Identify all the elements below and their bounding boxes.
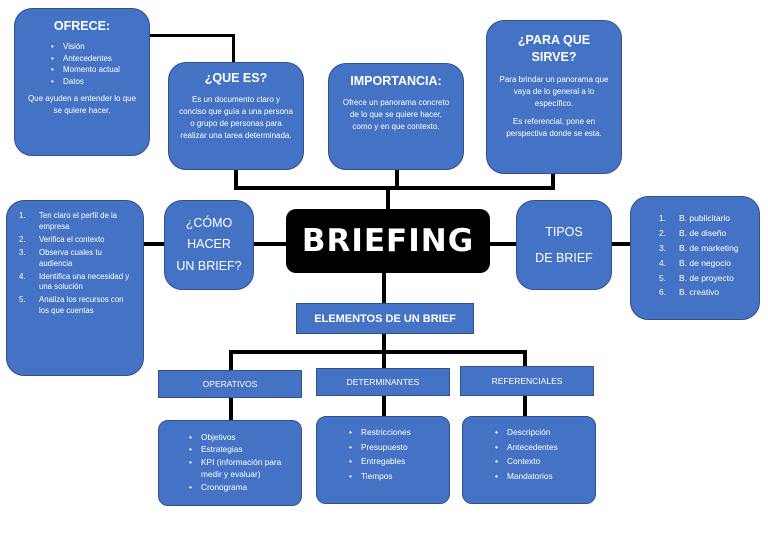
connector-determinantes — [382, 350, 386, 370]
connector-operativos-list — [229, 398, 233, 420]
list-item: Visión — [47, 41, 141, 53]
elementos-box: ELEMENTOS DE UN BRIEF — [296, 303, 474, 334]
list-item: KPI (información para medir y evaluar) — [185, 456, 293, 481]
list-item: Contexto — [491, 454, 587, 469]
importancia-text: Ofrece un panorama concreto de lo que se… — [342, 98, 450, 131]
que-es-box: ¿QUE ES? Es un documento claro y conciso… — [168, 62, 304, 170]
list-item: 3.Observa cuales tu audiencia — [19, 247, 102, 268]
connector-center-bottom — [382, 273, 386, 303]
para-que-sirve-text1: Para brindar un panorama que vaya de lo … — [499, 75, 609, 108]
list-item: 1.Ten claro el perfil de la empresa — [19, 211, 118, 231]
que-es-text: Es un documento claro y conciso que guía… — [179, 95, 293, 140]
connector-top-bus — [234, 186, 555, 190]
como-hacer-steps-box: 1.Ten claro el perfil de la empresa 2.Ve… — [6, 200, 144, 376]
connector-elementos-down — [382, 334, 386, 352]
list-item: Restricciones — [345, 425, 441, 440]
list-item: 5.B. de proyecto — [659, 272, 734, 283]
briefing-title: BRIEFING — [301, 223, 475, 259]
operativos-header: OPERATIVOS — [158, 370, 302, 398]
operativos-list: Objetivos Estrategias KPI (información p… — [185, 431, 293, 494]
list-item: 4.B. de negocio — [659, 257, 731, 268]
como-hacer-title-line1: ¿CÓMO — [185, 216, 233, 231]
operativos-title: OPERATIVOS — [202, 379, 258, 389]
determinantes-header: DETERMINANTES — [316, 368, 450, 396]
referenciales-header: REFERENCIALES — [460, 366, 594, 396]
briefing-central-node: BRIEFING — [286, 209, 490, 273]
connector-center-tipos — [490, 242, 518, 246]
connector-ofrece — [150, 34, 234, 37]
list-item: Antecedentes — [47, 53, 141, 65]
como-hacer-title-line3: UN BRIEF? — [176, 258, 242, 273]
ofrece-list: Visión Antecedentes Momento actual Datos — [47, 41, 141, 87]
como-hacer-steps-list: 1.Ten claro el perfil de la empresa 2.Ve… — [17, 211, 135, 317]
list-item: Antecedentes — [491, 440, 587, 455]
connector-para-que-sirve — [551, 174, 555, 190]
determinantes-list-box: Restricciones Presupuesto Entregables Ti… — [316, 416, 450, 504]
list-item: 2.Verifica el contexto — [19, 234, 105, 244]
connector-bottom-bus — [229, 350, 527, 354]
referenciales-title: REFERENCIALES — [491, 376, 563, 386]
ofrece-box: OFRECE: Visión Antecedentes Momento actu… — [14, 8, 150, 156]
list-item: 6.B. creativo — [659, 287, 720, 298]
como-hacer-box: ¿CÓMO HACER UN BRIEF? — [164, 200, 254, 290]
list-item: Entregables — [345, 454, 441, 469]
connector-referenciales-list — [523, 396, 527, 416]
elementos-title: ELEMENTOS DE UN BRIEF — [314, 312, 456, 325]
connector-importancia — [395, 170, 399, 190]
referenciales-list-box: Descripción Antecedentes Contexto Mandat… — [462, 416, 596, 504]
importancia-box: IMPORTANCIA: Ofrece un panorama concreto… — [328, 63, 464, 170]
list-item: 3.B. de marketing — [659, 242, 739, 253]
connector-determinantes-list — [382, 396, 386, 416]
list-item: Datos — [47, 76, 141, 88]
connector-como-center — [254, 242, 286, 246]
connector-que-es — [234, 170, 238, 190]
connector-ofrece-down — [232, 34, 235, 62]
list-item: Estrategias — [185, 443, 293, 456]
list-item: Momento actual — [47, 64, 141, 76]
que-es-title: ¿QUE ES? — [204, 71, 268, 85]
tipos-list: 1.B. publicitario 2.B. de diseño 3.B. de… — [657, 211, 751, 300]
tipos-title-line2: DE BRIEF — [535, 251, 593, 265]
list-item: Presupuesto — [345, 440, 441, 455]
list-item: 4.Identifica una necesidad y una solució… — [19, 271, 130, 292]
connector-left — [144, 242, 164, 246]
list-item: Tiempos — [345, 469, 441, 484]
list-item: Cronograma — [185, 481, 293, 494]
para-que-sirve-box: ¿PARA QUE SIRVE? Para brindar un panoram… — [486, 20, 622, 174]
referenciales-list: Descripción Antecedentes Contexto Mandat… — [491, 425, 587, 483]
connector-referenciales — [523, 350, 527, 368]
connector-center-top — [386, 190, 390, 210]
importancia-title: IMPORTANCIA: — [350, 74, 442, 88]
list-item: Objetivos — [185, 431, 293, 444]
list-item: Mandatorios — [491, 469, 587, 484]
para-que-sirve-text2: Es referencial, pone en perspectiva dond… — [506, 117, 602, 138]
operativos-list-box: Objetivos Estrategias KPI (información p… — [158, 420, 302, 506]
list-item: Descripción — [491, 425, 587, 440]
determinantes-title: DETERMINANTES — [346, 377, 420, 387]
list-item: 5.Analiza los recursos con los que cuent… — [19, 295, 124, 316]
para-que-sirve-title-line2: SIRVE? — [531, 50, 577, 64]
ofrece-text: Que ayuden a entender lo que se quiere h… — [27, 94, 137, 116]
list-item: 2.B. de diseño — [659, 227, 727, 238]
tipos-title-line1: TIPOS — [545, 224, 583, 239]
connector-operativos — [229, 350, 233, 370]
para-que-sirve-title-line1: ¿PARA QUE — [517, 33, 591, 47]
connector-tipos-list — [612, 242, 632, 246]
ofrece-title: OFRECE: — [53, 19, 111, 33]
determinantes-list: Restricciones Presupuesto Entregables Ti… — [345, 425, 441, 483]
tipos-box: TIPOS DE BRIEF — [516, 200, 612, 290]
como-hacer-title-line2: HACER — [187, 237, 231, 252]
list-item: 1.B. publicitario — [659, 213, 731, 223]
tipos-list-box: 1.B. publicitario 2.B. de diseño 3.B. de… — [630, 196, 760, 320]
